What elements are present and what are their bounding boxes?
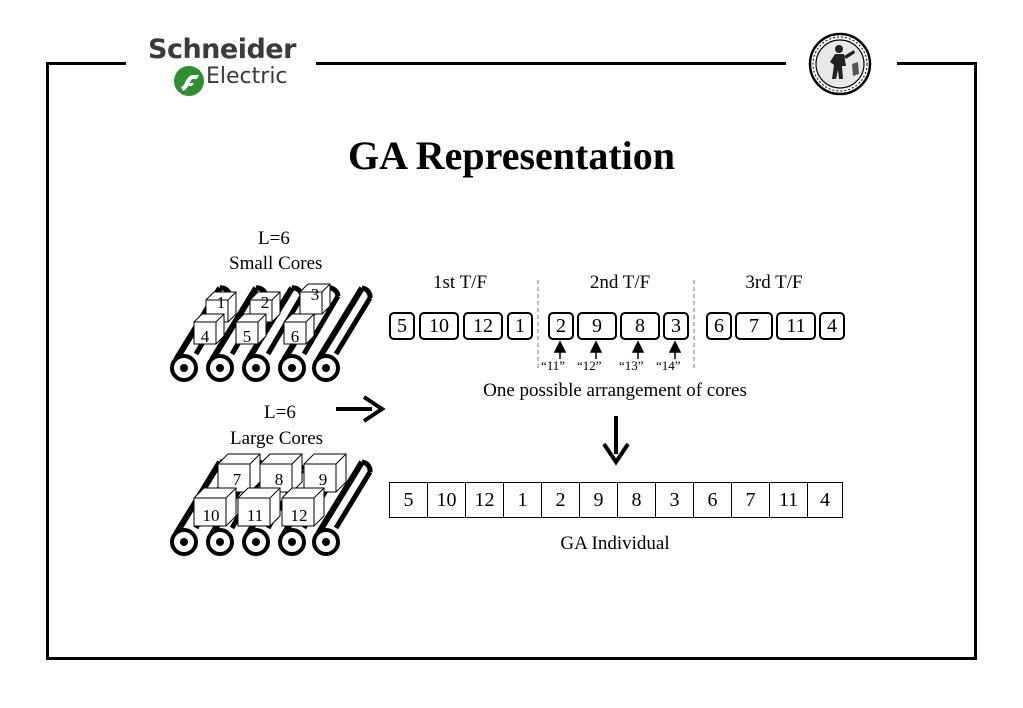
ga-individual-cell: 10 bbox=[427, 482, 466, 518]
small-core-label: 4 bbox=[200, 327, 210, 346]
arrangement-cell: 3 bbox=[663, 312, 689, 340]
frame-right bbox=[974, 62, 977, 660]
frame-left bbox=[46, 62, 49, 660]
large-cores-label: Large Cores bbox=[230, 428, 324, 449]
arrangement-caption: One possible arrangement of cores bbox=[483, 380, 747, 401]
ga-individual-cell: 8 bbox=[617, 482, 656, 518]
logo-text-line2: Electric bbox=[206, 64, 288, 89]
schneider-electric-logo-icon bbox=[174, 66, 204, 96]
small-core-label: 2 bbox=[260, 293, 270, 312]
ga-individual-cell: 4 bbox=[807, 482, 843, 518]
ga-individual-cell: 9 bbox=[579, 482, 618, 518]
arrangement-cell: 4 bbox=[819, 312, 845, 340]
small-core-label: 3 bbox=[310, 285, 320, 304]
large-core-label: 12 bbox=[290, 506, 308, 525]
ga-individual-cell: 5 bbox=[389, 482, 428, 518]
transformer-separators bbox=[537, 280, 695, 370]
transformer-label: 1st T/F bbox=[432, 272, 488, 293]
arrangement-cell: 1 bbox=[507, 312, 533, 340]
arrangement-cell: 10 bbox=[419, 312, 459, 340]
large-core-label: 10 bbox=[202, 506, 220, 525]
small-core-label: 1 bbox=[216, 293, 226, 312]
down-arrow-icon bbox=[602, 416, 630, 466]
small-core-label: 6 bbox=[290, 327, 300, 346]
ga-individual-cell: 2 bbox=[541, 482, 580, 518]
arrangement-cell: 9 bbox=[577, 312, 617, 340]
ga-individual-cell: 11 bbox=[769, 482, 808, 518]
position-arrows bbox=[553, 340, 682, 359]
ga-individual-cell: 3 bbox=[655, 482, 694, 518]
frame-top-middle bbox=[316, 62, 786, 65]
transformer-label: 2nd T/F bbox=[589, 272, 651, 293]
position-label: “14” bbox=[656, 358, 681, 373]
small-core-label: 5 bbox=[242, 327, 252, 346]
large-core-label: 7 bbox=[232, 470, 242, 489]
small-cores-conveyor-diagram bbox=[170, 283, 373, 382]
right-arrow-icon bbox=[336, 395, 386, 423]
position-label: “11” bbox=[541, 358, 566, 373]
ga-individual-cell: 1 bbox=[503, 482, 542, 518]
frame-top-right bbox=[897, 62, 977, 65]
transformer-label: 3rd T/F bbox=[745, 272, 803, 293]
small-cores-label: Small Cores bbox=[229, 253, 323, 274]
position-label: “13” bbox=[619, 358, 644, 373]
arrangement-cell: 5 bbox=[389, 312, 415, 340]
large-cores-conveyor-diagram bbox=[170, 453, 373, 556]
ga-individual-caption: GA Individual bbox=[560, 533, 670, 554]
ga-individual-cell: 7 bbox=[731, 482, 770, 518]
logo-text-line1: Schneider bbox=[148, 34, 296, 65]
ga-individual-cell: 12 bbox=[465, 482, 504, 518]
university-seal-icon bbox=[808, 32, 872, 96]
arrangement-cell: 7 bbox=[735, 312, 773, 340]
arrangement-cell: 6 bbox=[706, 312, 732, 340]
arrangement-cell: 11 bbox=[776, 312, 816, 340]
arrangement-cell: 8 bbox=[620, 312, 660, 340]
frame-bottom bbox=[46, 657, 977, 660]
large-core-label: 11 bbox=[246, 506, 264, 525]
large-core-label: 8 bbox=[274, 470, 284, 489]
small-cores-l-label: L=6 bbox=[258, 228, 290, 249]
page-title: GA Representation bbox=[347, 133, 676, 178]
arrangement-cell: 12 bbox=[463, 312, 503, 340]
large-cores-l-label: L=6 bbox=[264, 402, 296, 423]
large-core-label: 9 bbox=[318, 470, 328, 489]
ga-individual-cell: 6 bbox=[693, 482, 732, 518]
frame-top-left bbox=[46, 62, 126, 65]
arrangement-cell: 2 bbox=[548, 312, 574, 340]
position-label: “12” bbox=[577, 358, 602, 373]
